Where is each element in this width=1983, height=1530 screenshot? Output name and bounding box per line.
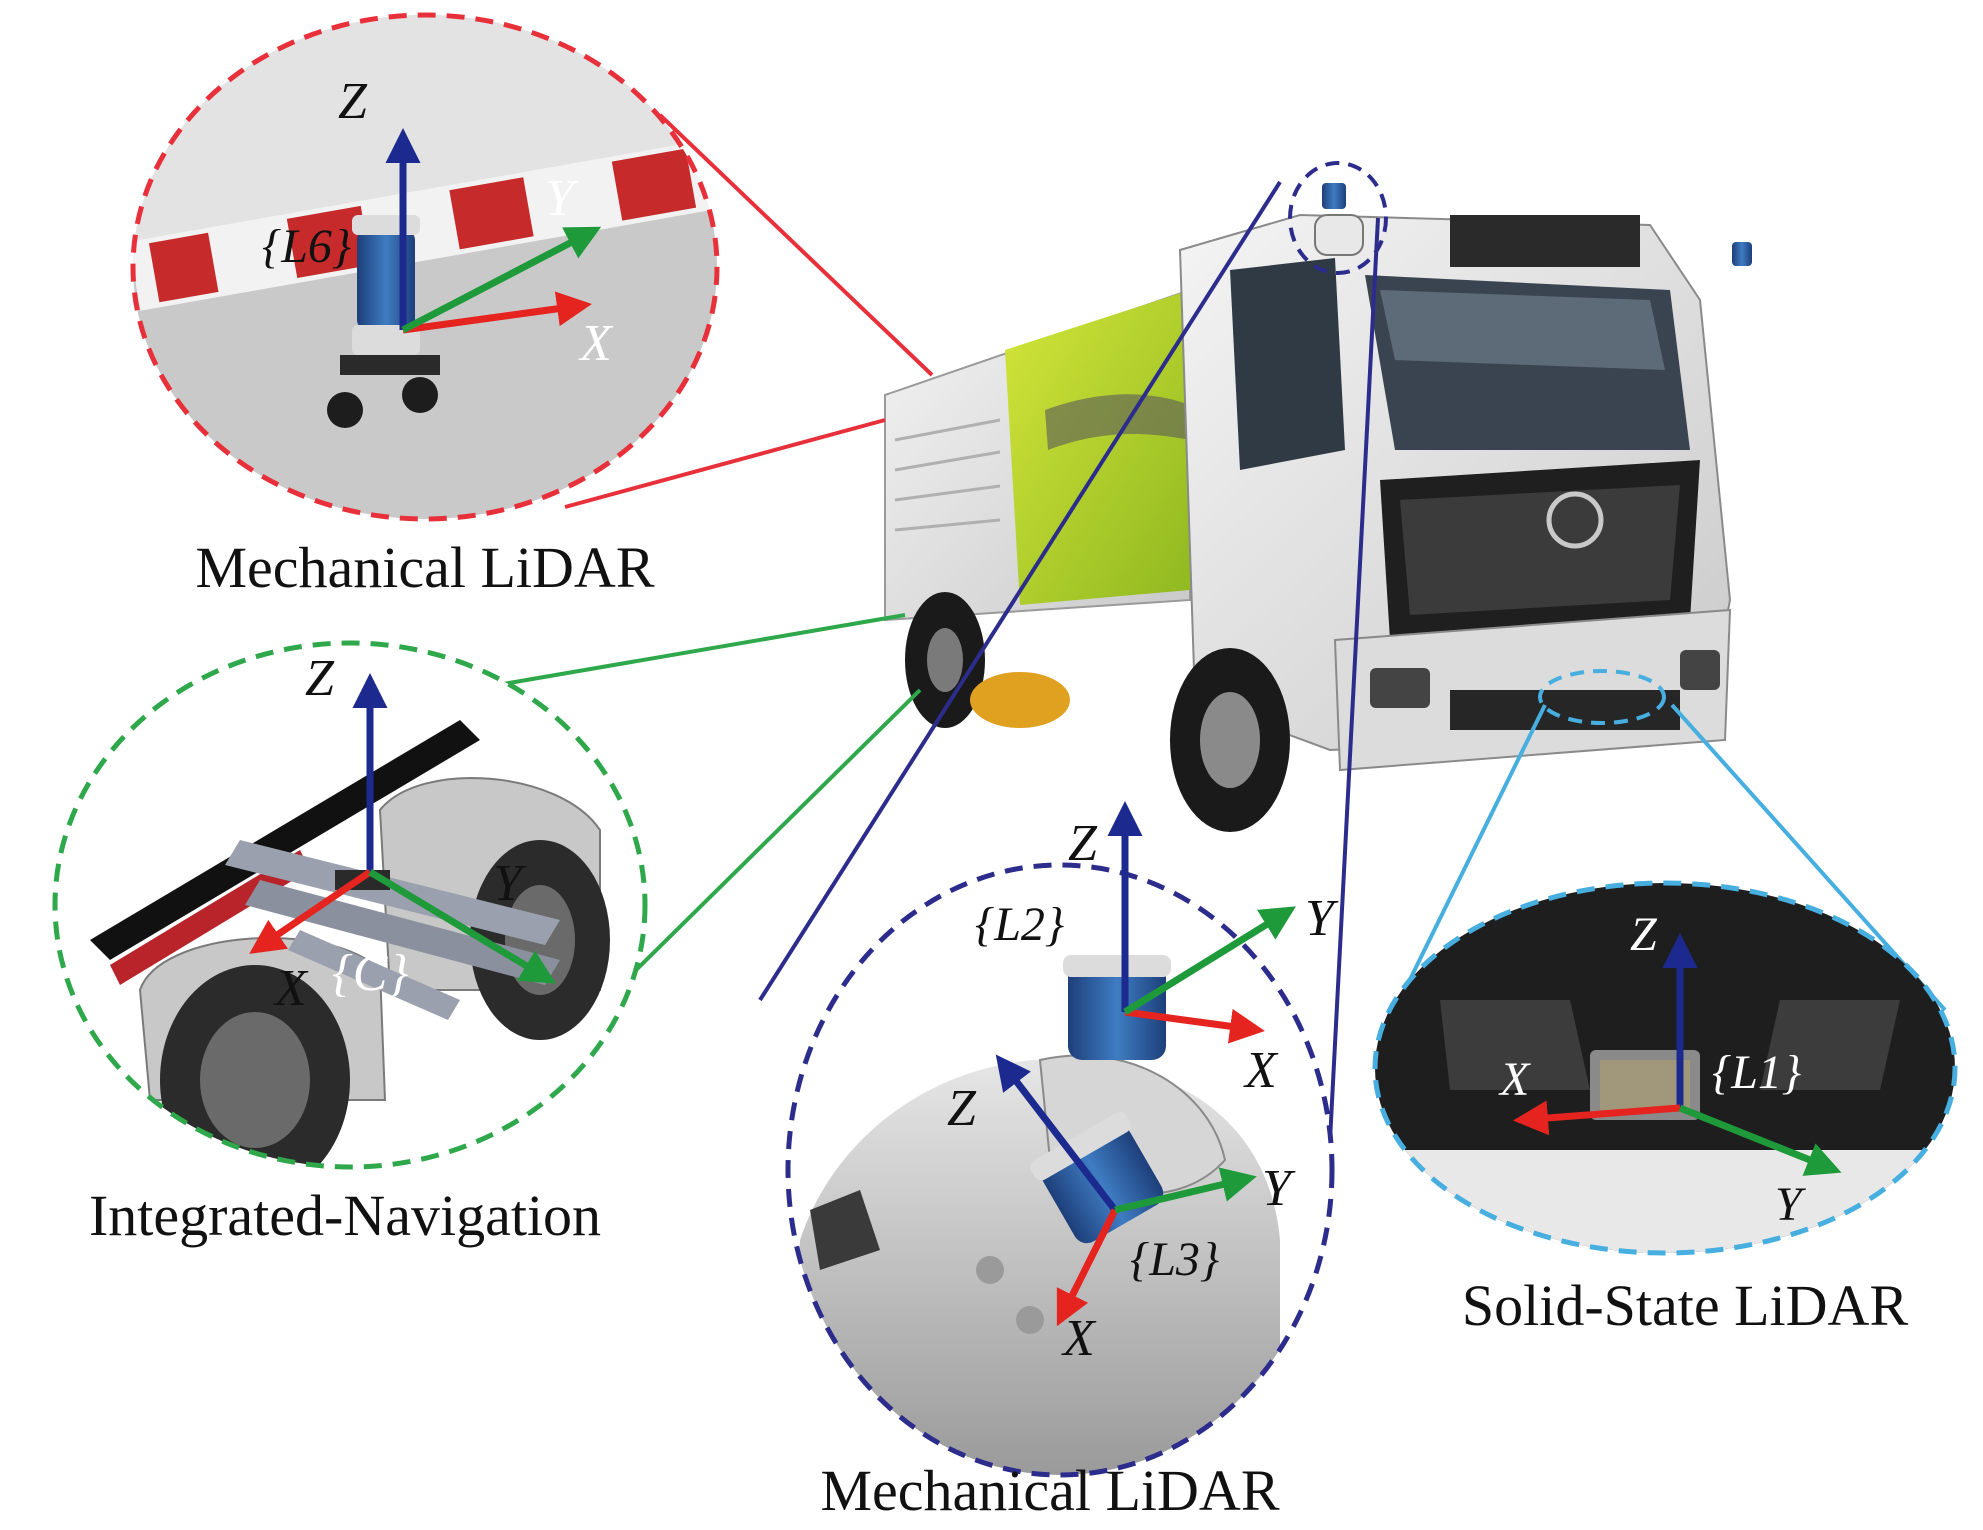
x-axis-arrow: [249, 869, 372, 954]
x-axis-label: X: [1498, 1053, 1531, 1106]
y-axis-label: Y: [493, 855, 527, 912]
inset-solid-state-lidar: Z X Y {L1}: [1372, 880, 1958, 1256]
caption-mechanical-lidar-top: Mechanical LiDAR: [195, 535, 654, 600]
z-axis-arrow: [995, 1054, 1118, 1213]
x-axis-arrow: [1056, 1208, 1119, 1327]
z-axis-label: Z: [1630, 908, 1658, 961]
z-axis-label: Z: [1068, 815, 1098, 872]
frame-label-c: {C}: [332, 945, 408, 1002]
lidar-sensor: [1322, 183, 1346, 209]
truck-photo: [884, 183, 1752, 832]
x-axis-label: X: [1243, 1042, 1279, 1099]
frame-label-l2: {L2}: [975, 898, 1064, 951]
y-axis-arrow: [1123, 906, 1296, 1015]
y-axis-label: Y: [1262, 1160, 1296, 1217]
front-lidar-highlight: [1538, 669, 1666, 725]
frame-label-l6: {L6}: [262, 220, 351, 273]
z-axis-label: Z: [947, 1080, 977, 1137]
lidar-sensor: [1068, 960, 1166, 1060]
frame-label-l3: {L3}: [1130, 1233, 1219, 1286]
caption-integrated-navigation: Integrated-Navigation: [89, 1183, 601, 1248]
y-axis-arrow: [1114, 1167, 1257, 1214]
x-axis-label: X: [1061, 1310, 1097, 1367]
caption-mechanical-lidar-bottom: Mechanical LiDAR: [820, 1458, 1279, 1523]
frame-label-l1: {L1}: [1712, 1046, 1801, 1099]
inset-integrated-navigation: Z Y X {C}: [52, 640, 648, 1170]
z-axis-label: Z: [338, 73, 368, 130]
y-axis-label: Y: [1775, 1178, 1806, 1231]
inset-mechanical-lidar-top: Z Y X {L6}: [130, 12, 720, 522]
callout-lines: [409, 113, 1947, 1141]
inset-mechanical-lidar-bottom: Z Y X {L2} Z Y X {L3}: [785, 801, 1339, 1478]
x-axis-arrow: [1513, 1100, 1681, 1136]
x-axis-label: X: [578, 315, 614, 372]
roof-lidar-highlight: [1288, 161, 1388, 275]
x-axis-arrow: [1124, 1008, 1265, 1044]
z-axis-label: Z: [305, 650, 335, 707]
caption-solid-state-lidar: Solid-State LiDAR: [1462, 1273, 1909, 1338]
y-axis-arrow: [368, 868, 557, 984]
y-axis-label: Y: [1305, 890, 1339, 947]
y-axis-arrow: [1678, 1104, 1842, 1176]
y-axis-arrow: [401, 226, 602, 334]
x-axis-arrow: [402, 291, 592, 334]
x-axis-label: X: [273, 960, 309, 1017]
y-axis-label: Y: [545, 170, 579, 227]
